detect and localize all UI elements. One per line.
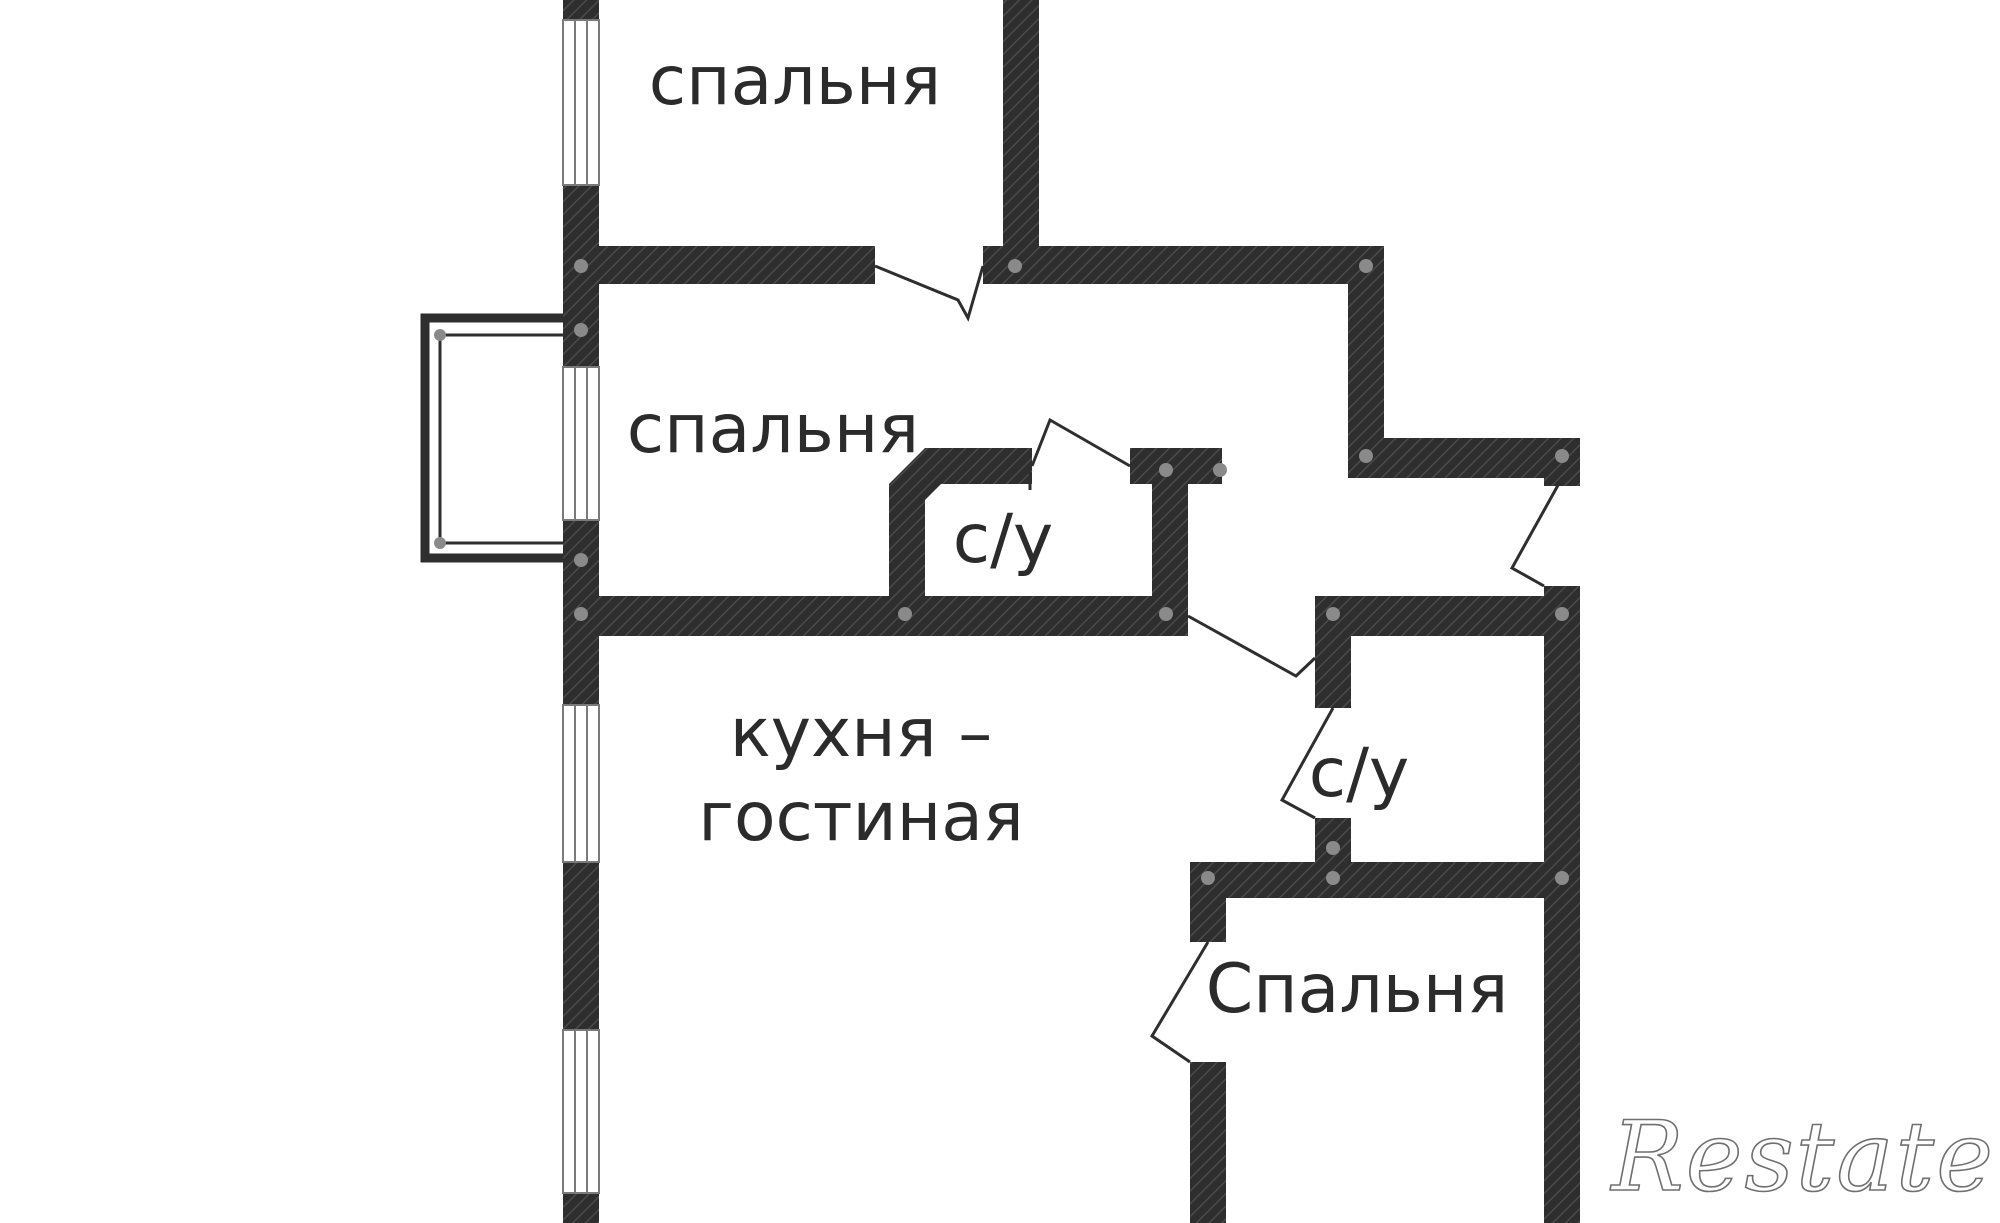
wall-bedroom-top-right	[1003, 0, 1039, 280]
wall-left-top	[563, 0, 599, 20]
room-label-bathroom-2: с/у	[1309, 734, 1410, 813]
wall-horizontal-2	[563, 596, 1188, 636]
door-bedroom-top	[874, 264, 985, 322]
restate-watermark: Restate	[1609, 1101, 1995, 1213]
wall-left-bottom	[563, 1193, 599, 1223]
door-corridor-right	[1509, 477, 1564, 588]
balcony	[420, 313, 563, 563]
room-labels: спальня спальня с/у кухня – гостиная с/у…	[627, 42, 1508, 1029]
door-bathroom-2	[1187, 614, 1317, 678]
wall-right-upper	[1348, 246, 1384, 472]
room-label-bathroom-1: с/у	[953, 500, 1054, 579]
wall-left-low	[563, 862, 599, 1030]
door-bathroom-1	[1030, 417, 1131, 468]
wall-right-step	[1348, 438, 1580, 478]
door-bathroom-2-inner	[1279, 707, 1335, 820]
window-bedroom-middle	[562, 366, 600, 521]
room-label-bedroom-middle: спальня	[627, 390, 919, 469]
wall-horizontal-1a	[563, 246, 875, 284]
room-label-kitchen-living-line2: гостиная	[698, 778, 1024, 857]
windows	[562, 19, 600, 1194]
door-bedroom-bottom	[1149, 941, 1210, 1064]
room-label-bedroom-bottom: Спальня	[1206, 950, 1509, 1029]
wall-bathroom-1-right	[1152, 448, 1188, 636]
room-label-kitchen-living-line1: кухня –	[730, 694, 993, 773]
room-label-bedroom-top: спальня	[649, 42, 941, 121]
wall-joints	[574, 259, 1569, 885]
wall-horizontal-3	[1315, 596, 1580, 636]
window-kitchen-1	[562, 704, 600, 863]
doors	[874, 264, 1564, 1064]
wall-right-main	[1544, 586, 1580, 1223]
window-kitchen-2	[562, 1029, 600, 1194]
walls	[563, 0, 1580, 1223]
wall-horizontal-4	[1190, 862, 1580, 898]
wall-bathroom-1-left	[889, 448, 1032, 636]
wall-horizontal-1b	[983, 246, 1383, 284]
wall-bedroom-bottom-left	[1190, 1062, 1226, 1223]
window-bedroom-top	[562, 19, 600, 186]
